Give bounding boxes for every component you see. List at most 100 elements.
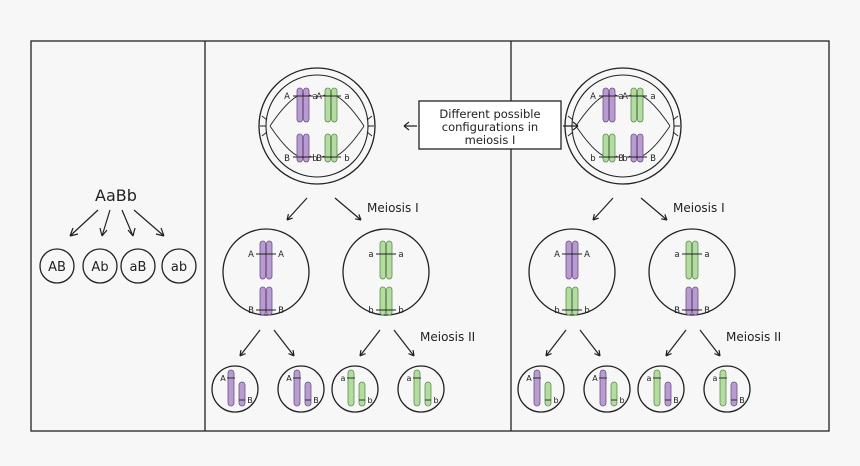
allele-label: b: [619, 396, 624, 405]
callout-box: [418, 100, 562, 150]
chromatid: [324, 87, 331, 123]
gamete-arrows: [69, 209, 165, 237]
chromatid: [303, 87, 310, 123]
allele-label: b: [312, 154, 317, 164]
allele-label: A: [220, 374, 226, 383]
chromosome: [379, 286, 393, 316]
gamete-cell: ab: [331, 365, 379, 413]
arrow: [334, 197, 362, 221]
cell-outer-membrane: [258, 67, 376, 185]
chromatid: [637, 87, 644, 123]
cell-membrane: [331, 365, 379, 413]
gamete-ab-upper: AB: [39, 248, 75, 284]
chromosome: [259, 240, 273, 280]
chromatid: [610, 381, 618, 407]
allele-label: b: [398, 306, 403, 316]
chromatid: [379, 286, 386, 316]
chromosome: [565, 286, 579, 316]
arrow: [640, 197, 668, 221]
chromatid: [266, 240, 273, 280]
genotype-label: AaBb: [95, 186, 137, 205]
arrow: [699, 329, 721, 357]
allele-label: a: [368, 250, 373, 260]
allele-label: B: [316, 154, 322, 164]
arrow: [665, 329, 687, 357]
chromatid: [692, 240, 699, 280]
meiosis-label: Meiosis II: [420, 330, 475, 344]
allele-label: a: [650, 92, 655, 102]
chromatid: [609, 87, 616, 123]
cell-outer-membrane: [564, 67, 682, 185]
allele-label: b: [553, 396, 558, 405]
callout-line-2: configurations in: [442, 120, 538, 134]
chromosome: [685, 240, 699, 280]
allele-label: a: [341, 374, 346, 383]
allele-label: b: [584, 306, 589, 316]
allele-label: b: [367, 396, 372, 405]
allele-label: B: [313, 396, 319, 405]
allele-label: a: [344, 92, 349, 102]
allele-label: A: [592, 374, 598, 383]
chromosome: [565, 240, 579, 280]
chromatid: [296, 87, 303, 123]
chromatid: [331, 133, 338, 163]
allele-label: b: [344, 154, 349, 164]
left-panel: AaBb AB Ab aB ab: [39, 186, 197, 284]
gamete-cell: aB: [703, 365, 751, 413]
chromatid: [259, 286, 266, 316]
gamete-label: aB: [130, 260, 147, 275]
chromatid: [637, 133, 644, 163]
allele-label: A: [554, 250, 560, 260]
arrow: [286, 197, 308, 221]
chromatid: [602, 133, 609, 163]
chromatid: [544, 381, 552, 407]
chromosome: [602, 87, 616, 123]
chromatid: [692, 286, 699, 316]
chromatid: [609, 133, 616, 163]
cell-membrane: [397, 365, 445, 413]
cell-membrane: [517, 365, 565, 413]
cell-membrane: [342, 228, 430, 316]
chromatid: [719, 369, 727, 407]
allele-label: b: [590, 154, 595, 164]
chromatid: [630, 133, 637, 163]
gamete-label: Ab: [91, 260, 108, 275]
meiosis-label: Meiosis II: [726, 330, 781, 344]
gamete-cell: Ab: [583, 365, 631, 413]
allele-label: B: [248, 306, 254, 316]
allele-label: b: [622, 154, 627, 164]
arrow: [393, 329, 415, 357]
chromatid: [227, 369, 235, 407]
gamete-cell: Ab: [517, 365, 565, 413]
allele-label: A: [284, 92, 290, 102]
arrow: [359, 329, 381, 357]
callout-line-3: meiosis I: [465, 133, 516, 147]
allele-label: B: [278, 306, 284, 316]
gamete-ab-mixed-2: aB: [120, 248, 156, 284]
allele-label: a: [704, 250, 709, 260]
centrosome-marks: [366, 115, 374, 137]
gamete-cell: aB: [637, 365, 685, 413]
arrow: [239, 329, 261, 357]
chromatid: [424, 381, 432, 407]
chromatid: [653, 369, 661, 407]
centrosome-marks: [672, 115, 680, 137]
meiosis-label: Meiosis I: [367, 201, 419, 215]
allele-label: A: [248, 250, 254, 260]
meiosis-label: Meiosis I: [673, 201, 725, 215]
cell-membrane: [528, 228, 616, 316]
chromatid: [324, 133, 331, 163]
chromatid: [347, 369, 355, 407]
chromatid: [238, 381, 246, 407]
allele-label: B: [673, 396, 679, 405]
cell-membrane: [211, 365, 259, 413]
arrow: [592, 197, 614, 221]
chromatid: [565, 240, 572, 280]
allele-label: B: [704, 306, 710, 316]
gamete-cell: ab: [397, 365, 445, 413]
gamete-ab-mixed-1: Ab: [82, 248, 118, 284]
